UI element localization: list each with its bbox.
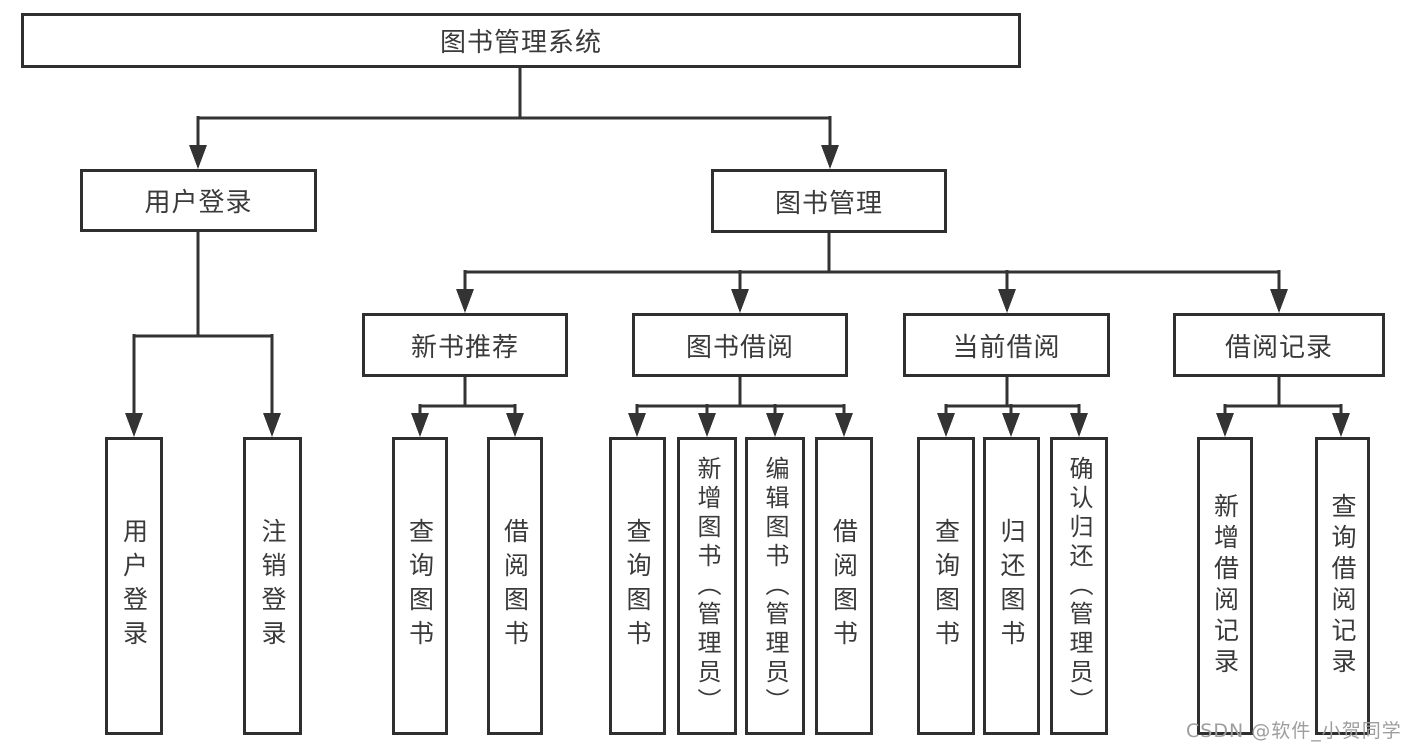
leaf-bb-query-books: 查询图书 <box>609 437 666 735</box>
arrowhead <box>731 289 749 313</box>
leaf-cb-confirm-return-admin-label: 确认归还（管理员） <box>1065 455 1093 717</box>
leaf-bb-add-books-admin: 新增图书（管理员） <box>677 437 737 735</box>
arrowhead <box>821 145 839 169</box>
leaf-cb-return-books: 归还图书 <box>983 437 1040 735</box>
leaf-cb-return-books-label: 归还图书 <box>997 518 1026 654</box>
csdn-watermark: CSDN @软件_小贺同学 <box>1186 720 1402 742</box>
leaf-cb-query-books-label: 查询图书 <box>931 518 961 654</box>
leaf-bb-edit-books-admin: 编辑图书（管理员） <box>745 437 805 735</box>
arrowhead <box>835 413 853 437</box>
leaf-nb-query-books: 查询图书 <box>392 437 448 735</box>
node-borrow-records: 借阅记录 <box>1173 313 1385 377</box>
leaf-user-logout: 注销登录 <box>243 437 302 735</box>
node-user-login: 用户登录 <box>80 169 317 232</box>
node-book-management: 图书管理 <box>711 169 947 233</box>
leaf-br-query-record-label: 查询借阅记录 <box>1328 493 1357 679</box>
leaf-user-logout-label: 注销登录 <box>258 518 287 654</box>
leaf-br-add-record: 新增借阅记录 <box>1197 437 1253 735</box>
leaf-user-login-label: 用户登录 <box>119 518 149 654</box>
node-book-borrow-label: 图书借阅 <box>685 332 794 363</box>
arrowhead <box>1070 413 1088 437</box>
leaf-nb-borrow-books: 借阅图书 <box>487 437 543 735</box>
arrowhead <box>189 145 207 169</box>
arrowheads <box>125 145 1350 437</box>
arrowhead <box>698 413 716 437</box>
arrowhead <box>456 289 474 313</box>
arrowhead <box>263 413 281 437</box>
arrowhead <box>1002 413 1020 437</box>
node-new-book-recommend: 新书推荐 <box>362 313 568 377</box>
leaf-user-login: 用户登录 <box>105 437 163 735</box>
leaf-nb-borrow-books-label: 借阅图书 <box>500 518 530 654</box>
arrowhead <box>1332 413 1350 437</box>
arrowhead <box>125 413 143 437</box>
arrowhead <box>628 413 646 437</box>
node-book-management-label: 图书管理 <box>774 188 883 219</box>
leaf-cb-confirm-return-admin: 确认归还（管理员） <box>1050 437 1108 735</box>
leaf-nb-query-books-label: 查询图书 <box>405 518 435 654</box>
arrowhead <box>998 289 1016 313</box>
node-borrow-records-label: 借阅记录 <box>1224 332 1333 363</box>
leaf-cb-query-books: 查询图书 <box>917 437 975 735</box>
leaf-bb-edit-books-admin-label: 编辑图书（管理员） <box>761 455 789 717</box>
node-current-borrow-label: 当前借阅 <box>952 332 1061 363</box>
arrowhead <box>1270 289 1288 313</box>
arrowhead <box>766 413 784 437</box>
node-book-borrow: 图书借阅 <box>632 313 848 377</box>
node-root: 图书管理系统 <box>21 13 1021 68</box>
arrowhead <box>1216 413 1234 437</box>
arrowhead <box>411 413 429 437</box>
node-current-borrow: 当前借阅 <box>903 313 1110 377</box>
leaf-br-add-record-label: 新增借阅记录 <box>1210 493 1240 679</box>
connector-lines <box>132 68 1343 418</box>
leaf-bb-add-books-admin-label: 新增图书（管理员） <box>693 455 721 717</box>
leaf-bb-borrow-books: 借阅图书 <box>815 437 873 735</box>
arrowhead <box>506 413 524 437</box>
arrowhead <box>937 413 955 437</box>
node-new-book-recommend-label: 新书推荐 <box>410 332 519 363</box>
node-user-login-label: 用户登录 <box>144 188 253 218</box>
node-root-label: 图书管理系统 <box>439 28 602 58</box>
leaf-br-query-record: 查询借阅记录 <box>1315 437 1370 735</box>
leaf-bb-query-books-label: 查询图书 <box>623 518 652 654</box>
leaf-bb-borrow-books-label: 借阅图书 <box>829 518 859 654</box>
